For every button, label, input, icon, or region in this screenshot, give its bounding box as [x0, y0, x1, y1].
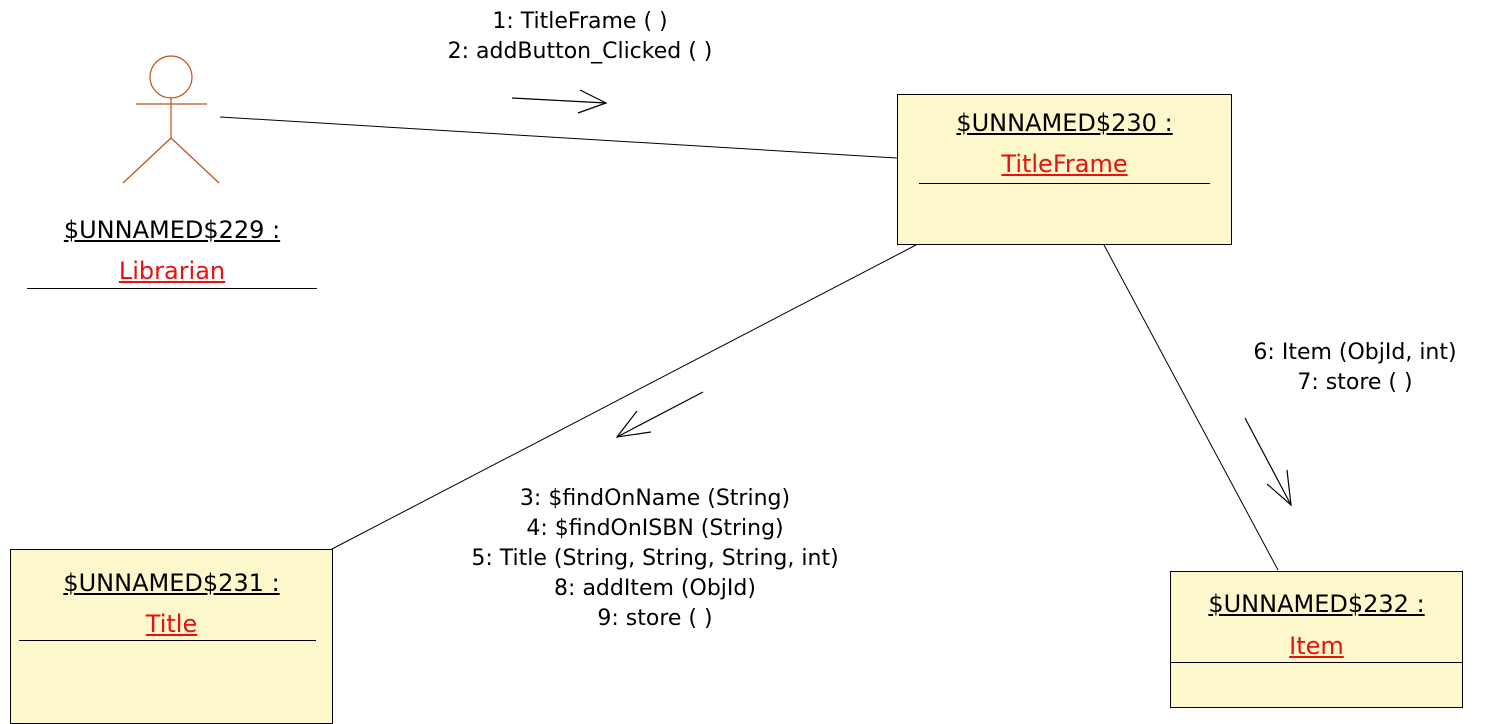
stick-figure-icon: [122, 55, 220, 184]
message-label: 5: Title (String, String, String, int): [471, 546, 839, 571]
message-label: 3: $findOnName (String): [519, 486, 791, 511]
message-arrow-down-right-icon: [1244, 417, 1292, 507]
object-title[interactable]: $UNNAMED$231 : Title: [10, 549, 333, 724]
object-divider: [1171, 662, 1462, 663]
link-titleframe-item: [1103, 244, 1279, 571]
object-name: $UNNAMED$231 :: [63, 569, 280, 597]
message-label: 8: addItem (ObjId): [554, 576, 756, 601]
message-arrow-down-left-icon: [615, 391, 704, 438]
messages-titleframe-to-item: 6: Item (ObjId, int) 7: store ( ): [1210, 338, 1500, 398]
object-class-name: Item: [1289, 632, 1344, 660]
object-class-name: Title: [145, 610, 198, 638]
message-label: 6: Item (ObjId, int): [1253, 340, 1457, 365]
message-label: 4: $findOnISBN (String): [526, 516, 784, 541]
messages-titleframe-to-title: 3: $findOnName (String) 4: $findOnISBN (…: [390, 484, 920, 634]
actor-class-name: Librarian: [118, 257, 226, 285]
object-item[interactable]: $UNNAMED$232 : Item: [1170, 571, 1463, 708]
object-titleframe[interactable]: $UNNAMED$230 : TitleFrame: [897, 94, 1232, 245]
object-class-name: TitleFrame: [1001, 150, 1128, 178]
link-titleframe-title: [331, 244, 917, 550]
object-divider: [919, 183, 1210, 184]
messages-librarian-to-titleframe: 1: TitleFrame ( ) 2: addButton_Clicked (…: [380, 7, 780, 67]
object-divider: [19, 640, 316, 641]
object-name: $UNNAMED$230 :: [956, 109, 1173, 137]
actor-divider: [27, 288, 317, 289]
message-label: 7: store ( ): [1297, 370, 1413, 395]
object-name: $UNNAMED$232 :: [1208, 590, 1425, 618]
message-label: 9: store ( ): [597, 606, 713, 631]
message-label: 2: addButton_Clicked ( ): [447, 39, 713, 64]
message-label: 1: TitleFrame ( ): [492, 9, 668, 34]
link-librarian-titleframe: [219, 116, 898, 159]
actor-name: $UNNAMED$229 :: [63, 216, 281, 244]
message-arrow-right-icon: [511, 89, 608, 114]
actor-librarian[interactable]: $UNNAMED$229 : Librarian: [27, 212, 317, 290]
